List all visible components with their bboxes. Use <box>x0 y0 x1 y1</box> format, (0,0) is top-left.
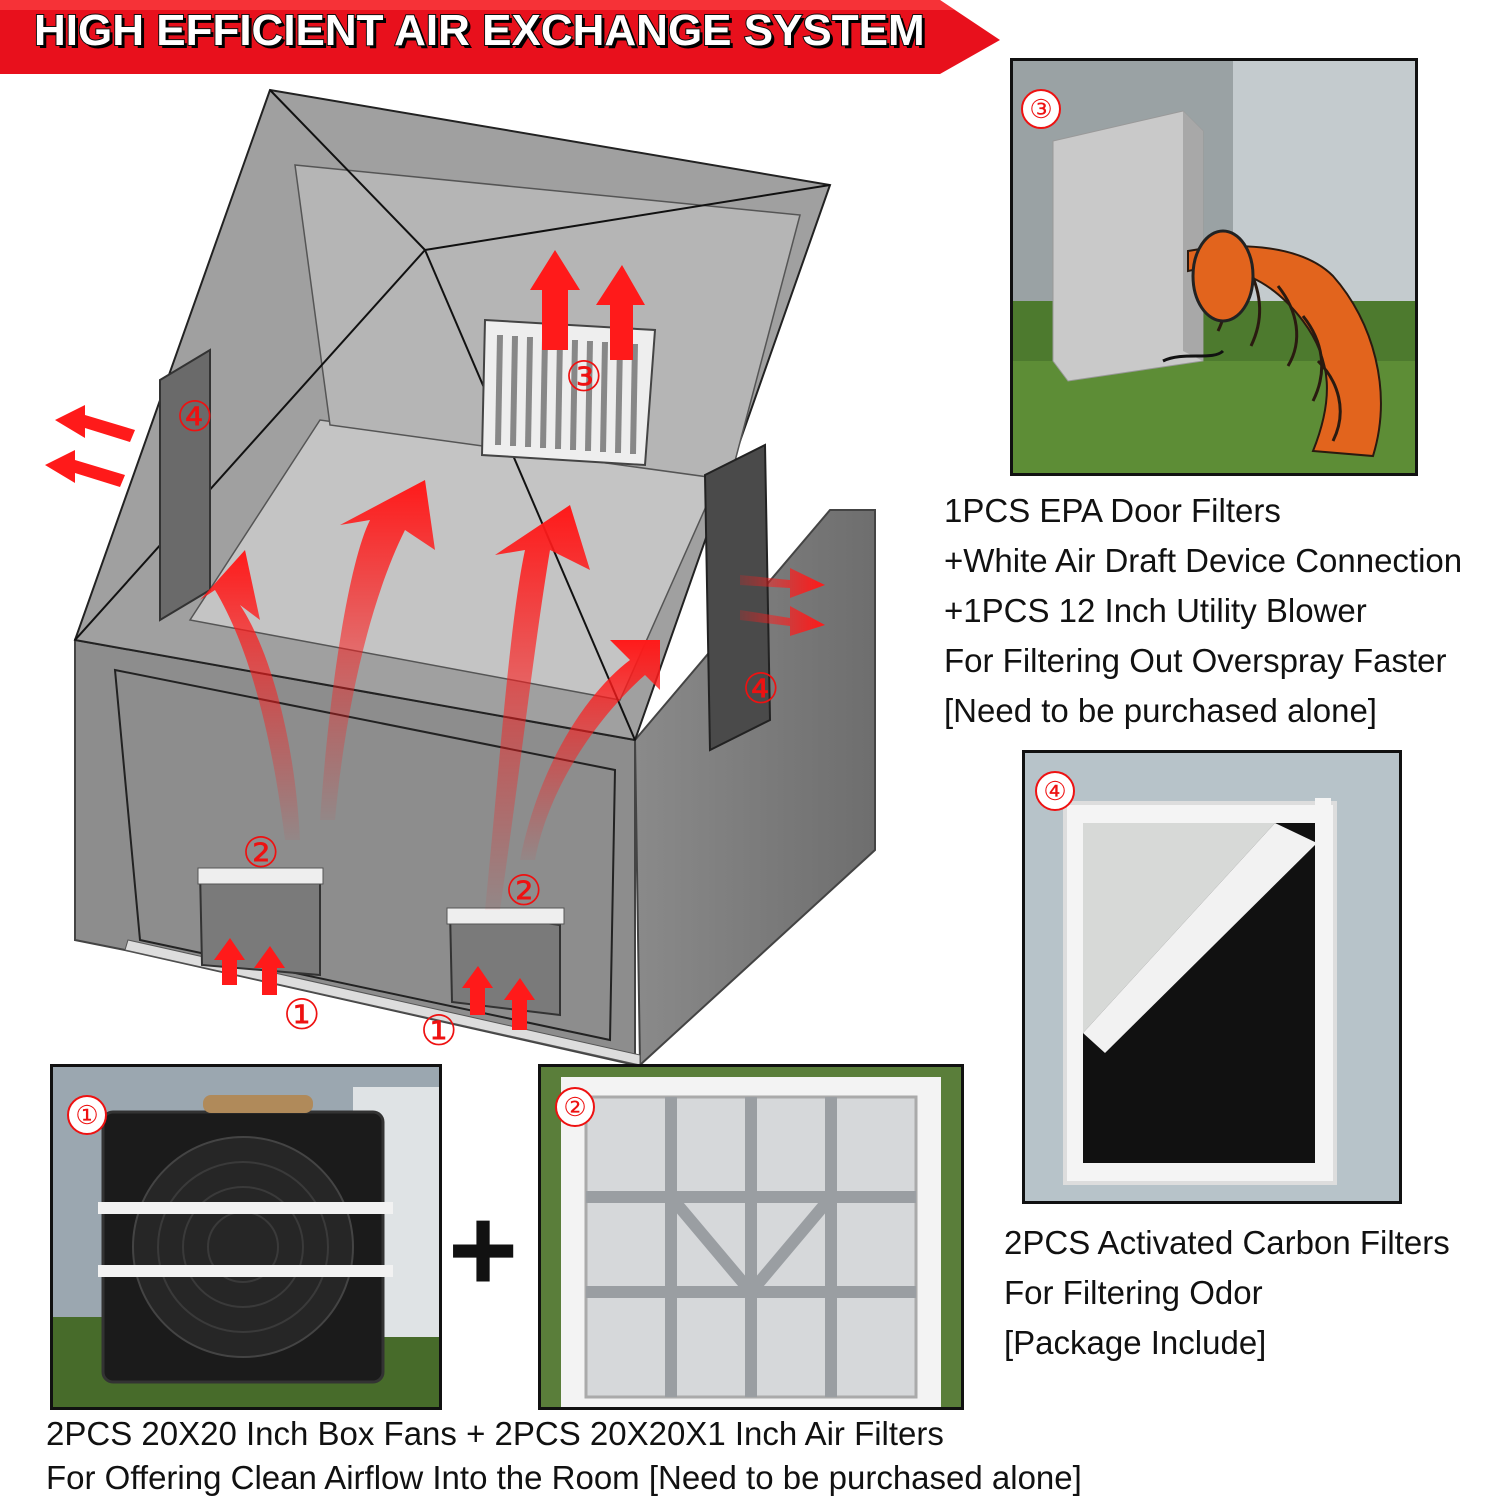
blower-badge: ③ <box>1021 89 1061 129</box>
marker-two-left: ② <box>242 828 280 877</box>
airflow-arrows <box>45 250 825 1030</box>
blower-photo: ③ <box>1010 58 1418 476</box>
side-vent-left <box>159 348 211 622</box>
epa-caption-line: 1PCS EPA Door Filters <box>944 492 1281 529</box>
carbon-caption: 2PCS Activated Carbon Filters For Filter… <box>1004 1218 1450 1368</box>
carbon-caption-line: [Package Include] <box>1004 1324 1267 1361</box>
title-banner <box>0 0 1000 74</box>
epa-caption-line: [Need to be purchased alone] <box>944 692 1377 729</box>
plus-sign: + <box>448 1183 519 1317</box>
carbon-filter-illustration <box>1025 753 1399 1201</box>
bottom-caption-line: 2PCS 20X20 Inch Box Fans + 2PCS 20X20X1 … <box>46 1415 944 1452</box>
bottom-caption-line: For Offering Clean Airflow Into the Room… <box>46 1459 1082 1496</box>
box-fan-badge: ① <box>67 1095 107 1135</box>
marker-one-left: ① <box>283 990 321 1039</box>
marker-four-right: ④ <box>742 664 780 713</box>
page-title: HIGH EFFICIENT AIR EXCHANGE SYSTEM <box>33 5 926 56</box>
air-filter-illustration <box>541 1067 961 1407</box>
air-filter-badge: ② <box>555 1087 595 1127</box>
box-fan-photo: ① <box>50 1064 442 1410</box>
marker-four-left: ④ <box>176 392 214 441</box>
carbon-caption-line: For Filtering Odor <box>1004 1274 1263 1311</box>
carbon-filter-badge: ④ <box>1035 771 1075 811</box>
marker-two-right: ② <box>505 866 543 915</box>
carbon-caption-line: 2PCS Activated Carbon Filters <box>1004 1224 1450 1261</box>
air-filter-photo: ② <box>538 1064 964 1410</box>
bottom-caption: 2PCS 20X20 Inch Box Fans + 2PCS 20X20X1 … <box>46 1412 1082 1500</box>
marker-three-vent: ③ <box>565 352 603 401</box>
epa-caption-line: +White Air Draft Device Connection <box>944 542 1463 579</box>
carbon-filter-photo: ④ <box>1022 750 1402 1204</box>
side-vent-right <box>703 443 772 752</box>
marker-one-right: ① <box>420 1006 458 1055</box>
blower-illustration <box>1013 61 1415 473</box>
box-fan-illustration <box>53 1067 439 1407</box>
booth-diagram <box>45 88 876 1068</box>
epa-caption-line: +1PCS 12 Inch Utility Blower <box>944 592 1367 629</box>
epa-caption: 1PCS EPA Door Filters +White Air Draft D… <box>944 486 1462 736</box>
epa-caption-line: For Filtering Out Overspray Faster <box>944 642 1447 679</box>
